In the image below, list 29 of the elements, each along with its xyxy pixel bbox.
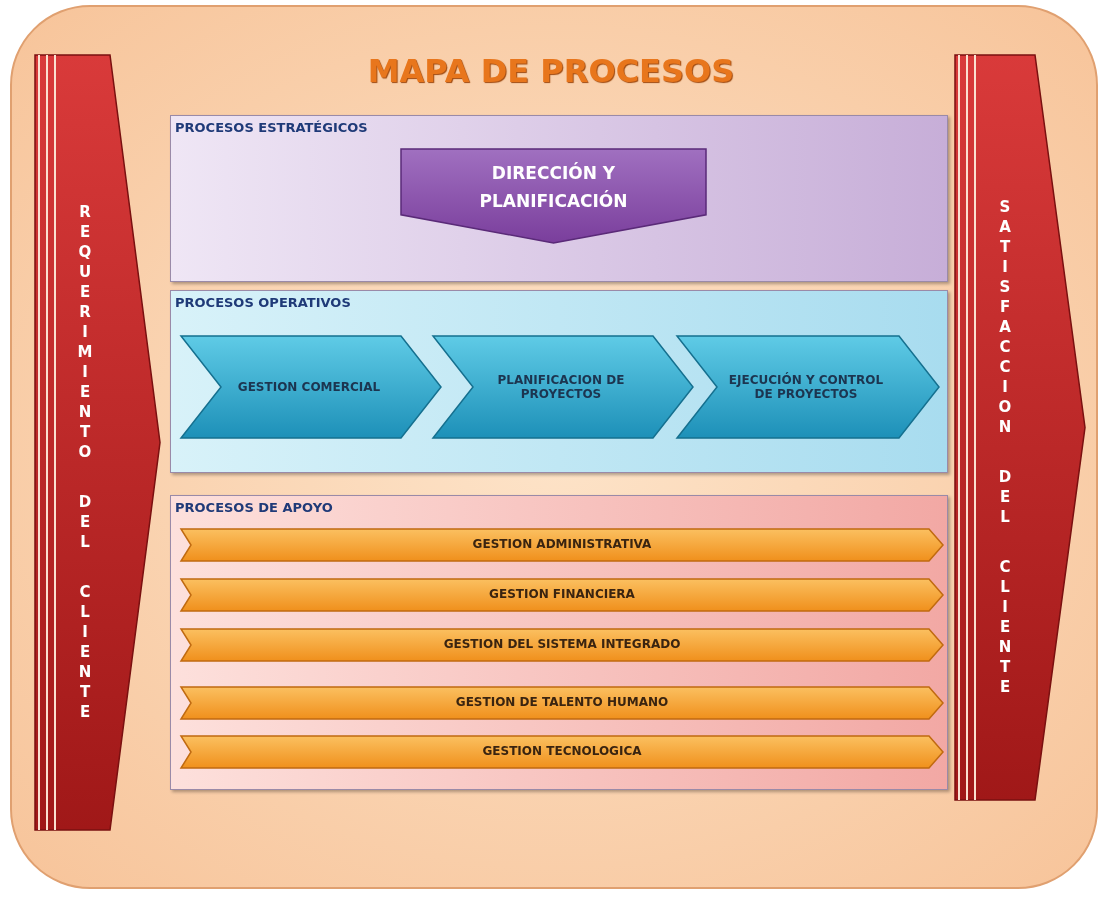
process-band: [181, 579, 943, 611]
process-label: EJECUCIÓN Y CONTROL DE PROYECTOS: [727, 371, 885, 403]
section-heading: PROCESOS ESTRATÉGICOS: [175, 120, 368, 135]
section-heading: PROCESOS DE APOYO: [175, 500, 333, 515]
process-band: [181, 529, 943, 561]
side-banner: [35, 55, 160, 830]
process-panel: [170, 495, 948, 790]
process-label: DIRECCIÓN Y PLANIFICACIÓN: [478, 161, 629, 213]
vertical-label: SATISFACCION DEL CLIENTE: [995, 196, 1015, 700]
process-label: PLANIFICACION DE PROYECTOS: [496, 372, 626, 403]
process-band: [181, 736, 943, 768]
process-step: [181, 336, 441, 438]
process-band: [181, 629, 943, 661]
title: MAPA DE PROCESOS: [366, 52, 736, 90]
side-banner: [955, 55, 1085, 800]
section-heading: PROCESOS OPERATIVOS: [175, 295, 351, 310]
process-panel: [170, 290, 948, 473]
vertical-label: REQUERIMIENTO DEL CLIENTE: [75, 201, 95, 725]
process-panel: [170, 115, 948, 282]
process-label: GESTION DE TALENTO HUMANO: [454, 695, 670, 709]
process-label: GESTION DEL SISTEMA INTEGRADO: [442, 637, 682, 651]
process-label: GESTION COMERCIAL: [236, 379, 382, 396]
process-pentagon: [401, 149, 706, 243]
process-label: GESTION FINANCIERA: [488, 587, 636, 601]
process-step: [677, 336, 939, 438]
process-label: GESTION TECNOLOGICA: [481, 744, 643, 758]
process-band: [181, 687, 943, 719]
process-label: GESTION ADMINISTRATIVA: [471, 537, 653, 551]
process-step: [433, 336, 693, 438]
